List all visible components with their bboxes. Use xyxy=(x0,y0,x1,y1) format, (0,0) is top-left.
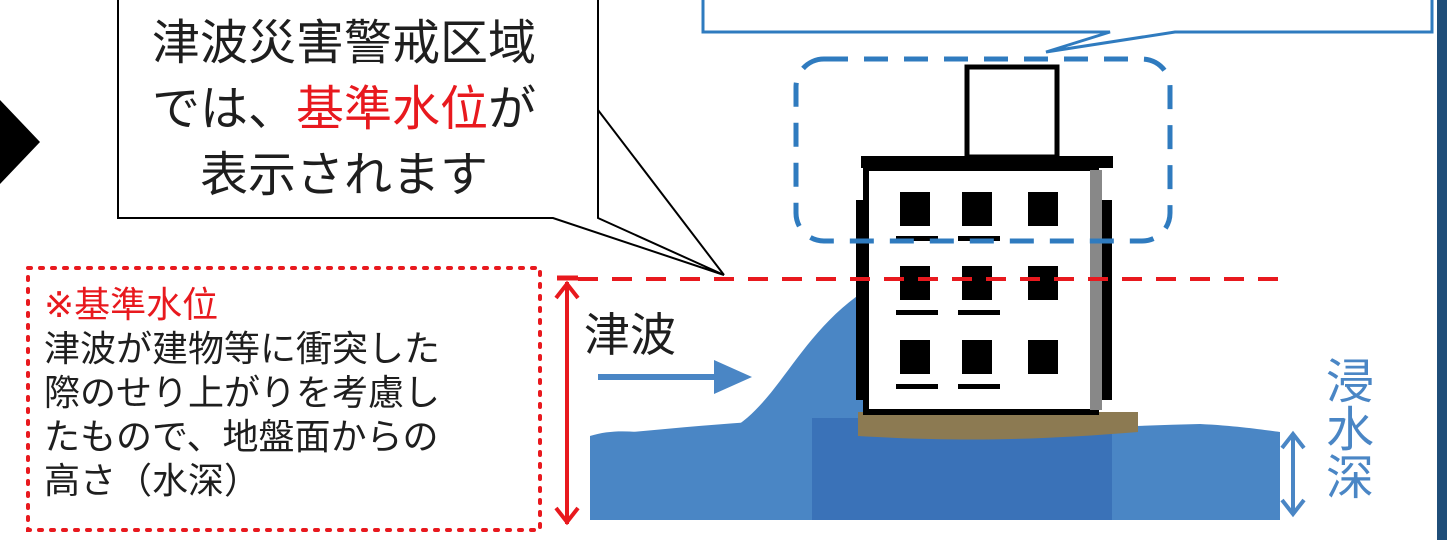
note-line-2: 際のせり上がりを考慮し xyxy=(44,373,441,414)
note-heading: ※基準水位 xyxy=(44,285,219,326)
callout-line-1: 津波災害警戒区域 xyxy=(151,15,536,71)
highlight-dashed-box xyxy=(793,56,1173,244)
callout-highlight: 基準水位 xyxy=(295,81,488,137)
left-callout-box xyxy=(117,0,725,276)
note-line-3: たもので、地盤面からの xyxy=(44,417,439,458)
top-callout-box xyxy=(701,0,1434,54)
callout-line-2: では、基準水位が xyxy=(152,76,536,142)
reference-height-arrow xyxy=(554,275,580,526)
tsunami-label: 津波 xyxy=(584,308,676,362)
ground xyxy=(858,412,1138,440)
callout-line-2-post: が xyxy=(488,81,537,137)
note-line-4: 高さ（水深） xyxy=(44,461,261,502)
tsunami-direction-arrow xyxy=(598,360,752,394)
callout-text: 津波災害警戒区域 では、基準水位が 表示されます xyxy=(118,0,570,218)
note-frame xyxy=(26,266,542,532)
note-line-1: 津波が建物等に衝突した xyxy=(44,329,441,370)
inundation-depth-label: 浸水深 xyxy=(1317,356,1373,500)
play-triangle-icon xyxy=(0,100,40,184)
inundation-depth-arrow xyxy=(1280,430,1306,518)
reference-note: ※基準水位 津波が建物等に衝突した 際のせり上がりを考慮し たもので、地盤面から… xyxy=(44,284,534,504)
callout-line-2-pre: では、 xyxy=(151,81,296,137)
callout-line-3: 表示されます xyxy=(199,147,488,203)
right-edge-strip xyxy=(1437,0,1447,540)
building xyxy=(856,64,1113,415)
